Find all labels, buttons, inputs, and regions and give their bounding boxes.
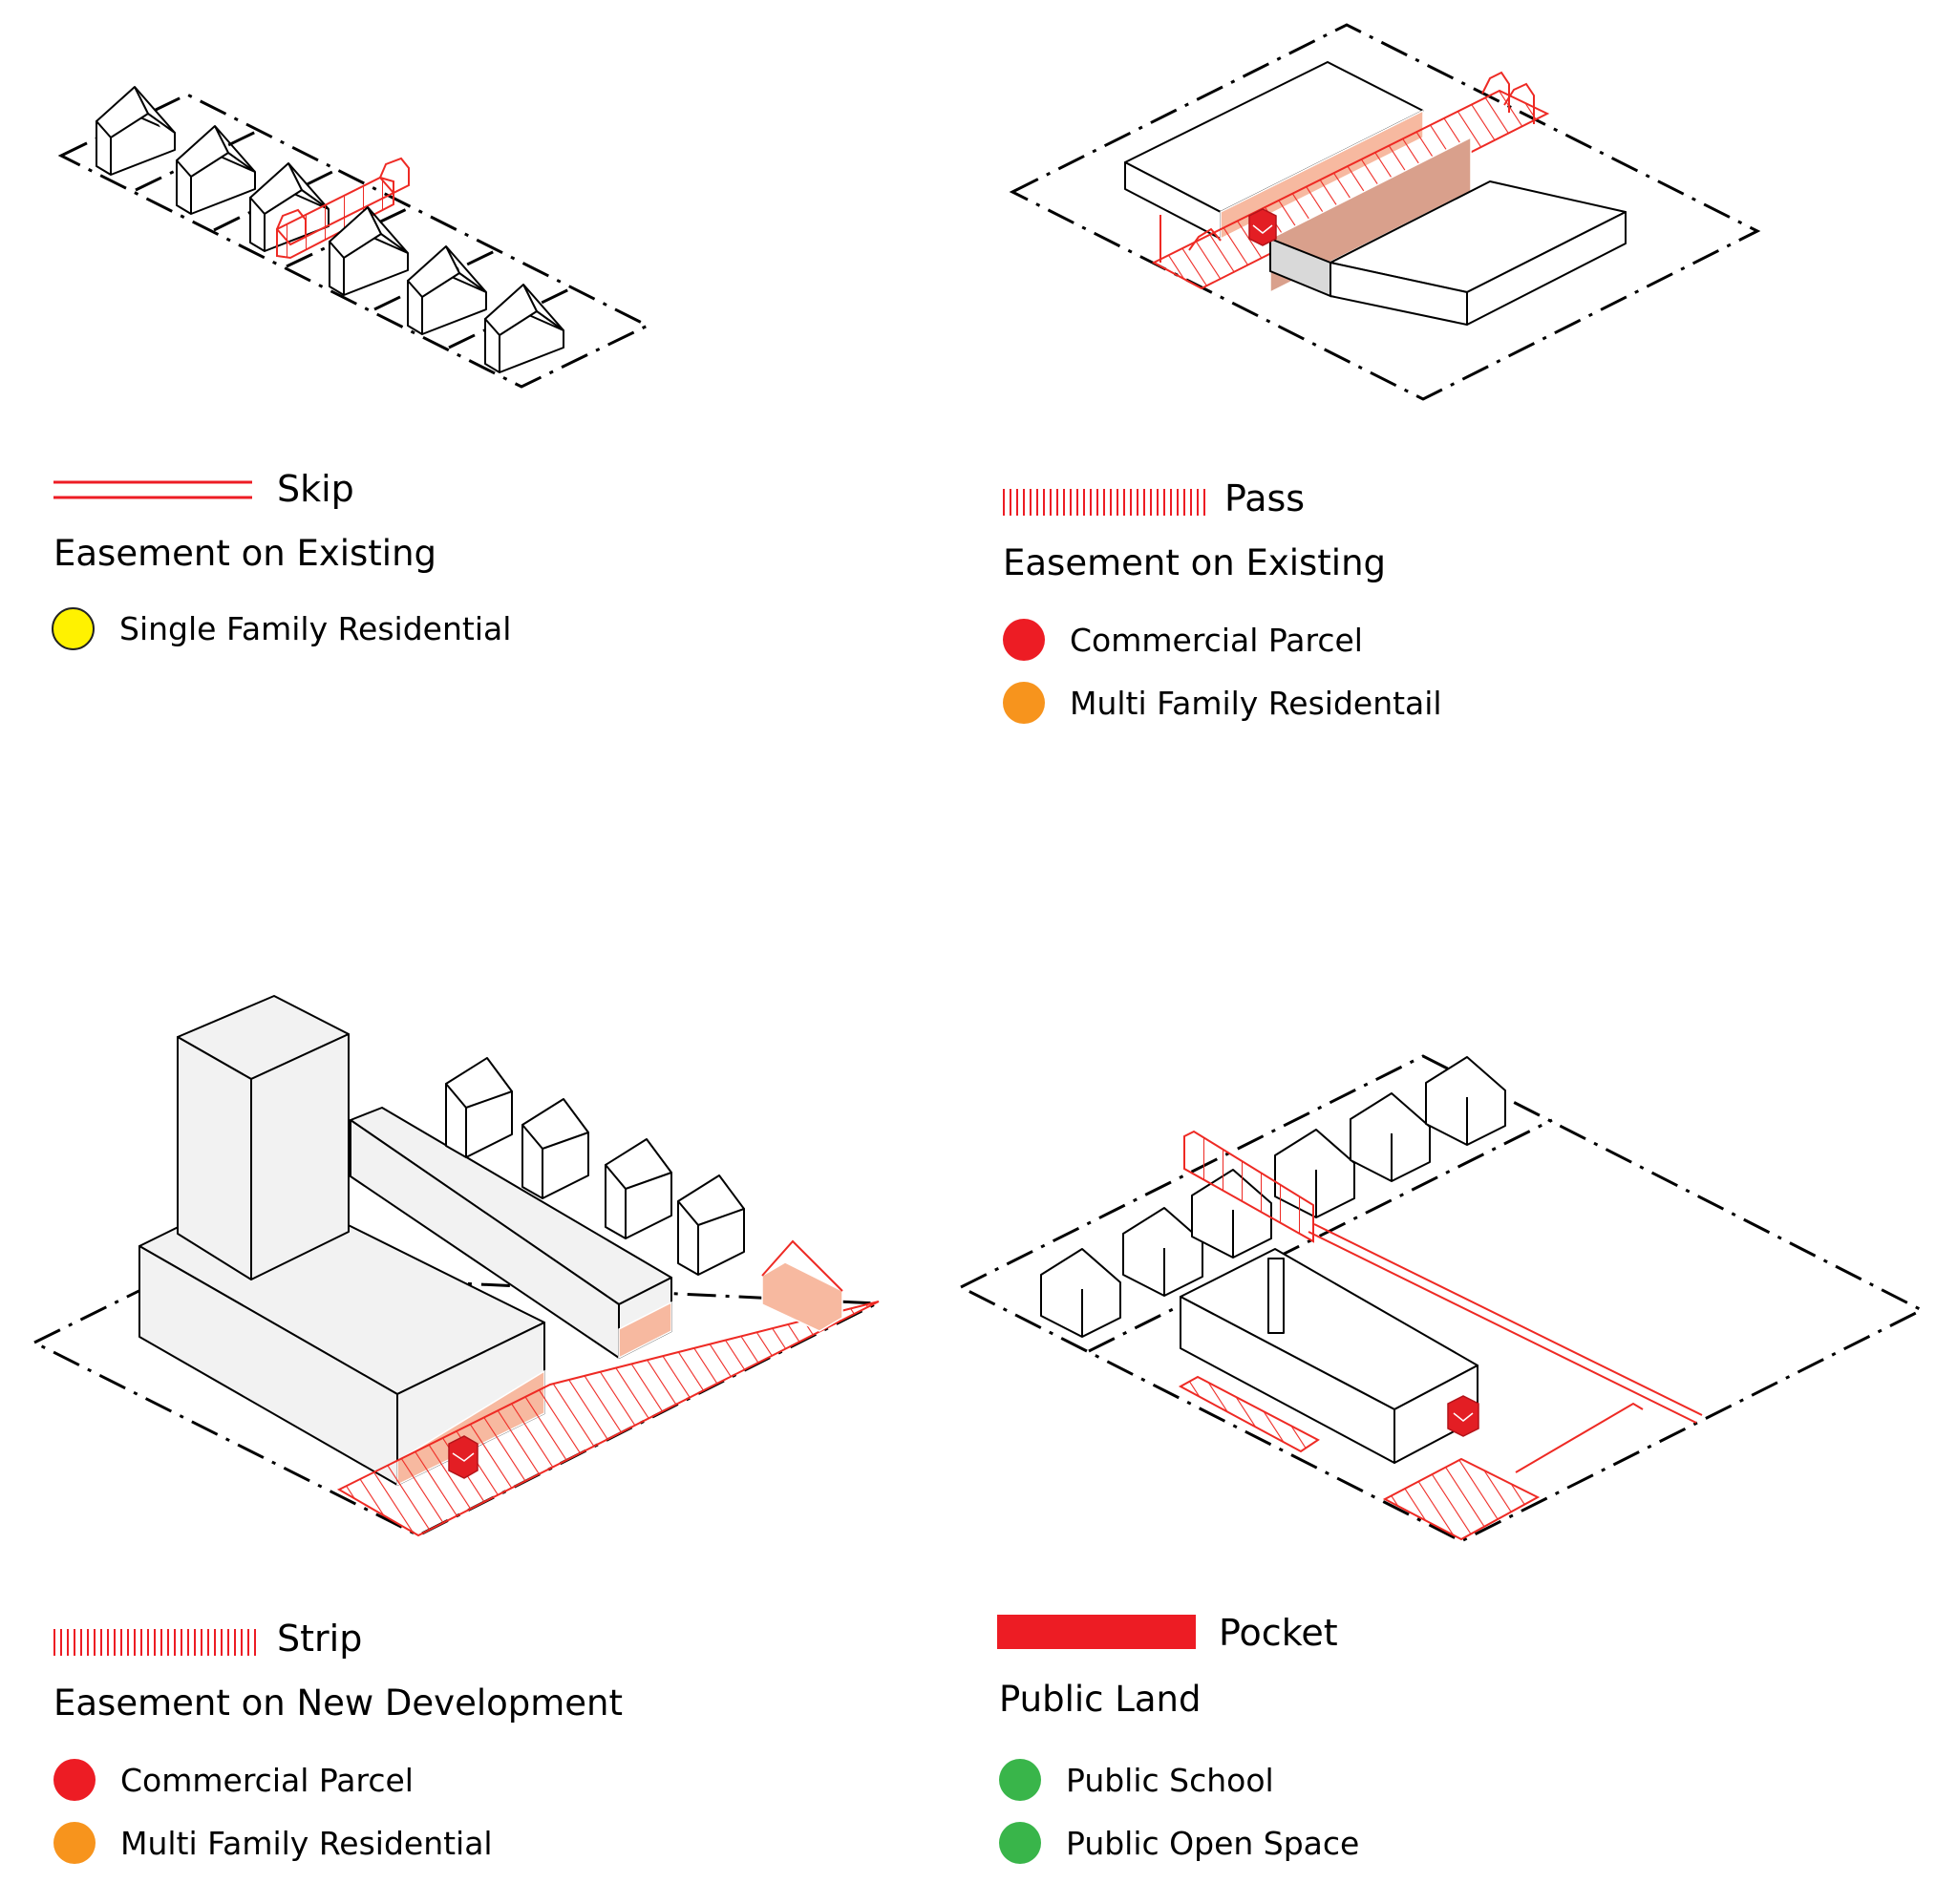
house [484, 284, 564, 373]
strip-swatch [53, 1629, 256, 1656]
kiosk [761, 1239, 843, 1332]
legend-item: Public School [999, 1759, 1274, 1801]
legend-subtitle-strip: Easement on New Development [53, 1682, 624, 1724]
legend-item-label: Public Open Space [1066, 1824, 1360, 1862]
strip-diagram [31, 995, 883, 1537]
parcel-boundary [31, 1268, 883, 1537]
house [329, 206, 409, 296]
legend-item-label: Public School [1066, 1761, 1274, 1799]
strip-easement-ground [336, 1301, 880, 1537]
house [176, 125, 256, 215]
legend-subtitle-skip: Easement on Existing [53, 533, 437, 574]
school-building [1180, 1248, 1478, 1464]
legend-title-pocket: Pocket [1219, 1612, 1338, 1654]
legend-title-pass: Pass [1224, 477, 1306, 519]
pocket-diagram [957, 1054, 1925, 1543]
house [1040, 1248, 1121, 1338]
parcel-boundary [957, 1054, 1925, 1543]
pocket-swatch [997, 1615, 1196, 1649]
legend-item-label: Single Family Residential [119, 610, 512, 647]
green-dot-icon [999, 1759, 1041, 1801]
commercial-building-right [1269, 180, 1627, 326]
house [1425, 1056, 1506, 1146]
legend-item: Multi Family Residentail [1003, 682, 1442, 724]
green-dot-icon [999, 1822, 1041, 1864]
pass-swatch [1003, 489, 1205, 516]
house [1350, 1092, 1431, 1182]
pocket-plaza [1178, 1375, 1541, 1541]
mailbox-icon [1447, 1395, 1479, 1437]
chimney [1267, 1258, 1285, 1334]
legend-item: Public Open Space [999, 1822, 1359, 1864]
legend-item-label: Multi Family Residential [120, 1824, 493, 1862]
orange-dot-icon [1003, 682, 1045, 724]
skip-swatch [53, 480, 252, 499]
legend-subtitle-pass: Easement on Existing [1003, 542, 1387, 583]
tower [177, 995, 350, 1280]
orange-dot-icon [53, 1822, 96, 1864]
legend-item: Single Family Residential [52, 607, 511, 650]
house [521, 1098, 589, 1199]
legend-subtitle-pocket: Public Land [999, 1679, 1202, 1720]
house [605, 1138, 672, 1239]
parcel-boundary [1009, 23, 1761, 401]
legend-item: Multi Family Residential [53, 1822, 493, 1864]
legend-item: Commercial Parcel [53, 1759, 414, 1801]
legend-item-label: Commercial Parcel [120, 1761, 414, 1799]
commercial-building-left [1124, 61, 1424, 240]
pass-gate-structure [1159, 71, 1535, 263]
legend-item: Commercial Parcel [1003, 619, 1363, 661]
pass-diagram [1009, 23, 1761, 401]
skip-easement-passage [275, 157, 410, 260]
legend-item-label: Multi Family Residentail [1070, 684, 1442, 722]
house [445, 1057, 513, 1158]
mailbox-icon [448, 1435, 479, 1479]
legend-title-strip: Strip [277, 1618, 363, 1660]
pocket-easement-path [1183, 1130, 1703, 1473]
yellow-dot-icon [52, 607, 95, 650]
red-dot-icon [1003, 619, 1045, 661]
lot-line [1088, 1118, 1553, 1353]
low-rise-block-rear [350, 1107, 672, 1360]
house [407, 245, 487, 335]
mailbox-icon [1248, 208, 1277, 246]
skip-diagram [57, 86, 651, 389]
red-dot-icon [53, 1759, 96, 1801]
house [96, 86, 176, 176]
house [677, 1174, 745, 1276]
legend-item-label: Commercial Parcel [1070, 621, 1363, 659]
legend-title-skip: Skip [277, 468, 354, 510]
house [1122, 1207, 1203, 1297]
